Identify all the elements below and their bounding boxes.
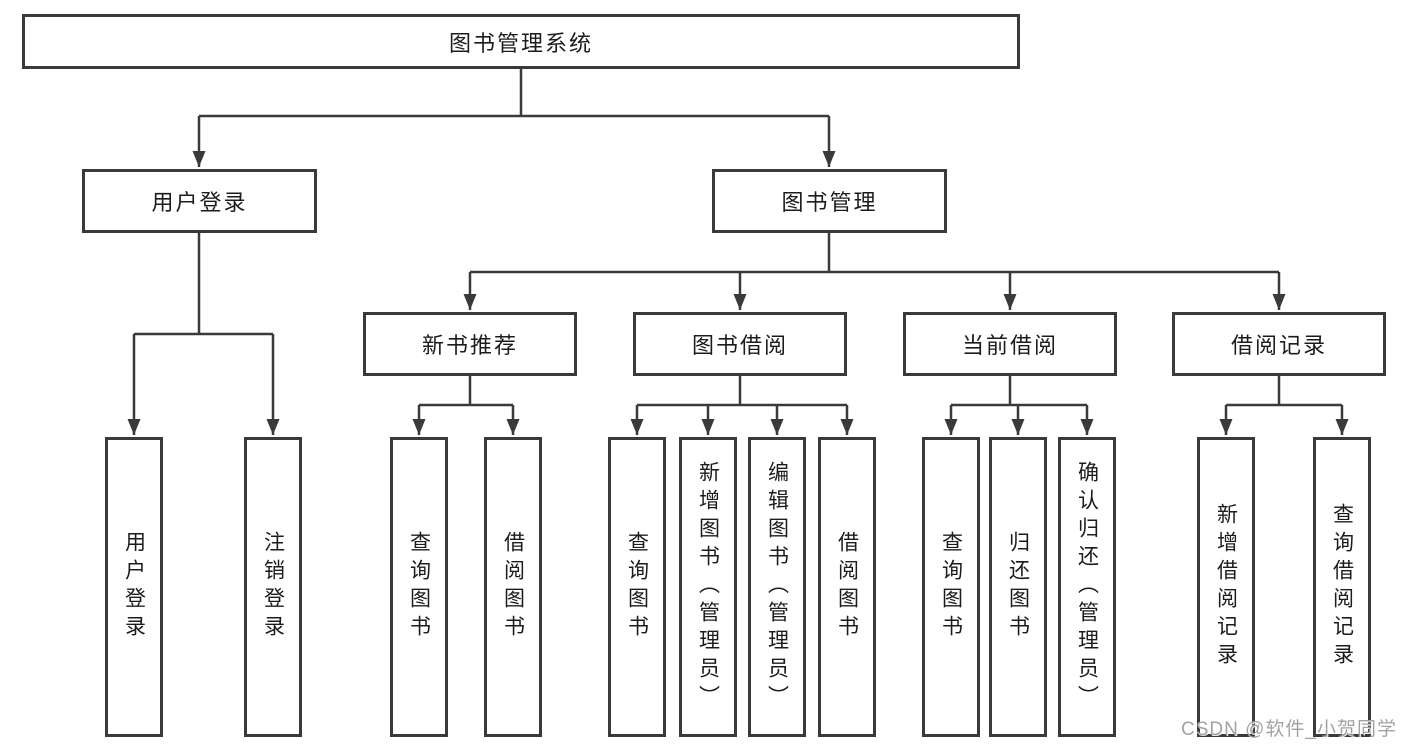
leaf-edit-books-admin-label: 编辑图书（管理员） <box>765 461 789 713</box>
leaf-borrow-books-recommend-label: 借阅图书 <box>501 531 525 643</box>
node-new-book-recommend-label: 新书推荐 <box>421 333 518 358</box>
node-root: 图书管理系统 <box>22 14 1020 69</box>
leaf-user-login-label: 用户登录 <box>122 531 146 643</box>
node-book-management-label: 图书管理 <box>781 190 878 215</box>
leaf-return-books: 归还图书 <box>989 437 1047 737</box>
leaf-logout: 注销登录 <box>244 437 302 737</box>
leaf-return-books-label: 归还图书 <box>1006 531 1030 643</box>
leaf-edit-books-admin: 编辑图书（管理员） <box>748 437 806 737</box>
leaf-add-books-admin-label: 新增图书（管理员） <box>696 461 720 713</box>
node-book-borrowing: 图书借阅 <box>633 312 847 376</box>
leaf-query-books-recommend: 查询图书 <box>390 437 448 737</box>
node-borrow-records-label: 借阅记录 <box>1230 333 1327 358</box>
node-borrow-records: 借阅记录 <box>1172 312 1386 376</box>
leaf-user-login: 用户登录 <box>105 437 163 737</box>
leaf-logout-label: 注销登录 <box>261 531 285 643</box>
leaf-query-books-recommend-label: 查询图书 <box>407 531 431 643</box>
node-root-label: 图书管理系统 <box>448 30 593 56</box>
leaf-add-books-admin: 新增图书（管理员） <box>679 437 737 737</box>
leaf-add-borrow-record-label: 新增借阅记录 <box>1214 503 1238 671</box>
node-user-login: 用户登录 <box>82 169 317 233</box>
leaf-borrow-books-borrowing-label: 借阅图书 <box>835 531 859 643</box>
node-book-management: 图书管理 <box>712 169 947 233</box>
node-current-borrowing: 当前借阅 <box>903 312 1117 376</box>
leaf-borrow-books-recommend: 借阅图书 <box>484 437 542 737</box>
leaf-borrow-books-borrowing: 借阅图书 <box>818 437 876 737</box>
leaf-confirm-return-admin-label: 确认归还（管理员） <box>1075 461 1099 713</box>
node-user-login-label: 用户登录 <box>151 190 248 215</box>
leaf-query-borrow-record: 查询借阅记录 <box>1313 437 1371 737</box>
leaf-query-books-borrowing-label: 查询图书 <box>625 531 649 643</box>
leaf-query-books-current: 查询图书 <box>922 437 980 737</box>
leaf-query-books-current-label: 查询图书 <box>939 531 963 643</box>
leaf-add-borrow-record: 新增借阅记录 <box>1197 437 1255 737</box>
node-new-book-recommend: 新书推荐 <box>363 312 577 376</box>
leaf-query-borrow-record-label: 查询借阅记录 <box>1330 503 1354 671</box>
leaf-confirm-return-admin: 确认归还（管理员） <box>1058 437 1116 737</box>
node-book-borrowing-label: 图书借阅 <box>691 333 788 358</box>
leaf-query-books-borrowing: 查询图书 <box>608 437 666 737</box>
node-current-borrowing-label: 当前借阅 <box>961 333 1058 358</box>
csdn-watermark: CSDN @软件_小贺同学 <box>1181 719 1397 740</box>
